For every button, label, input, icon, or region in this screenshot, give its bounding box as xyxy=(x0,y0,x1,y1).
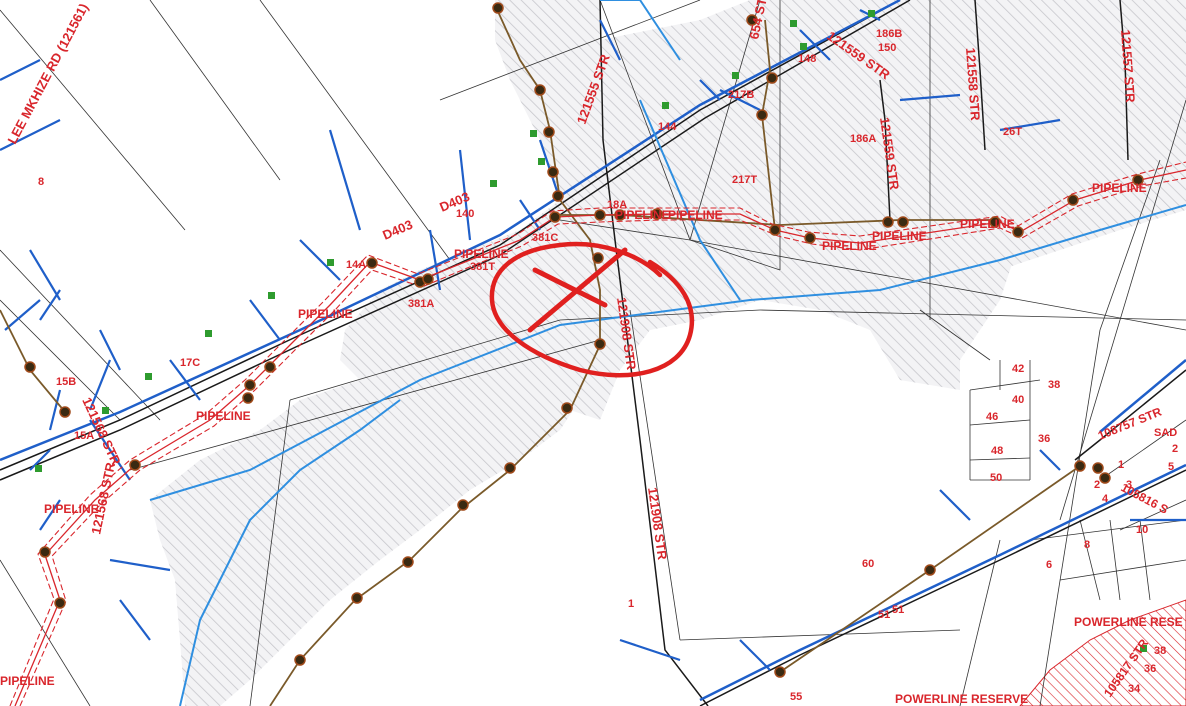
parcel-label: 1 xyxy=(628,598,634,610)
reserve-labels: POWERLINE RESE POWERLINE RESERVE xyxy=(895,615,1183,706)
parcel-label: 8 xyxy=(38,176,44,188)
annotation-cross-icon xyxy=(527,247,628,333)
parcel-labels: 8 140 144 148 186B 150 217B 217T 186A 26… xyxy=(38,28,1178,703)
road-label: 121568 STR xyxy=(88,461,118,536)
road-label: 121908 STR xyxy=(645,486,670,561)
parcel-label: 2 xyxy=(1094,479,1100,491)
pipeline-label: PIPELINE xyxy=(872,229,927,243)
parcel-label: 144 xyxy=(658,121,677,133)
road-label: 121558 STR xyxy=(963,47,983,121)
parcel-label: 36 xyxy=(1038,433,1050,445)
parcel-label: 18A xyxy=(607,199,627,211)
parcel-label: 50 xyxy=(990,472,1002,484)
pipeline-label: PIPELINE xyxy=(44,502,99,516)
parcel-label: 14A xyxy=(346,259,366,271)
parcel-label: 186B xyxy=(876,28,902,40)
pipeline-label: PIPELINE xyxy=(0,674,55,688)
parcel-label: 150 xyxy=(878,42,896,54)
parcel-label: 217T xyxy=(732,174,757,186)
parcel-label: 3 xyxy=(1126,479,1132,491)
water-laterals xyxy=(0,9,1186,671)
green-markers xyxy=(35,10,1147,652)
pipeline-label: PIPELINE xyxy=(1092,181,1147,195)
parcel-label: 381A xyxy=(408,298,434,310)
parcel-label: 15A xyxy=(74,430,94,442)
pipeline-label: PIPELINE xyxy=(960,217,1015,231)
parcel-label: 186A xyxy=(850,133,876,145)
parcel-label: 38 xyxy=(1154,645,1166,657)
parcel-label: 10 xyxy=(1136,524,1148,536)
parcel-label: 140 xyxy=(456,208,474,220)
parcel-label: 38 xyxy=(1048,379,1060,391)
parcel-label: 46 xyxy=(986,411,998,423)
parcel-label: 5 xyxy=(1168,461,1174,473)
parcel-label: 48 xyxy=(991,445,1003,457)
road-label: LEE MKHIZE RD (121561) xyxy=(4,1,91,146)
parcel-label: 2 xyxy=(1172,443,1178,455)
hand-drawn-annotation xyxy=(489,241,695,378)
parcel-label: 4 xyxy=(1102,493,1109,505)
parcel-label: 40 xyxy=(1012,394,1024,406)
pipeline-label: PIPELINE xyxy=(668,208,723,222)
parcel-label: 34 xyxy=(1128,683,1141,695)
annotation-circle xyxy=(489,241,695,378)
parcel-label: 217B xyxy=(728,89,754,101)
parcel-label: 55 xyxy=(790,691,802,703)
parcel-label: 6 xyxy=(1046,559,1052,571)
parcel-label: SAD xyxy=(1154,427,1177,439)
parcel-label: 60 xyxy=(862,558,874,570)
node-markers[interactable] xyxy=(24,2,1144,678)
reserve-label: POWERLINE RESERVE xyxy=(895,692,1028,706)
parcel-label: 42 xyxy=(1012,363,1024,375)
water-branches[interactable] xyxy=(149,0,1186,706)
pipeline-label: PIPELINE xyxy=(196,409,251,423)
pipeline-label: PIPELINE xyxy=(822,239,877,253)
parcel-label: 8 xyxy=(1084,539,1090,551)
pipeline-label: PIPELINE xyxy=(615,208,670,222)
road-label: 121557 STR xyxy=(1118,29,1138,103)
parcel-label: 381C xyxy=(532,232,558,244)
pipe-code-label: D403 xyxy=(380,217,414,243)
pipeline-label: PIPELINE xyxy=(298,307,353,321)
parcel-label: 51 xyxy=(892,604,904,616)
pipeline-label: PIPELINE xyxy=(454,247,509,261)
parcel-label: 51 xyxy=(878,609,890,621)
parcel-label: 381T xyxy=(470,261,495,273)
parcel-label: 17C xyxy=(180,357,200,369)
parcel-label: 26T xyxy=(1003,126,1022,138)
reserve-label: POWERLINE RESE xyxy=(1074,615,1183,629)
parcel-label: 36 xyxy=(1144,663,1156,675)
parcel-label: 15B xyxy=(56,376,76,388)
pipeline-labels: PIPELINE PIPELINE PIPELINE PIPELINE PIPE… xyxy=(0,181,1147,688)
parcel-label: 1 xyxy=(1118,459,1124,471)
parcel-label: 148 xyxy=(798,53,816,65)
